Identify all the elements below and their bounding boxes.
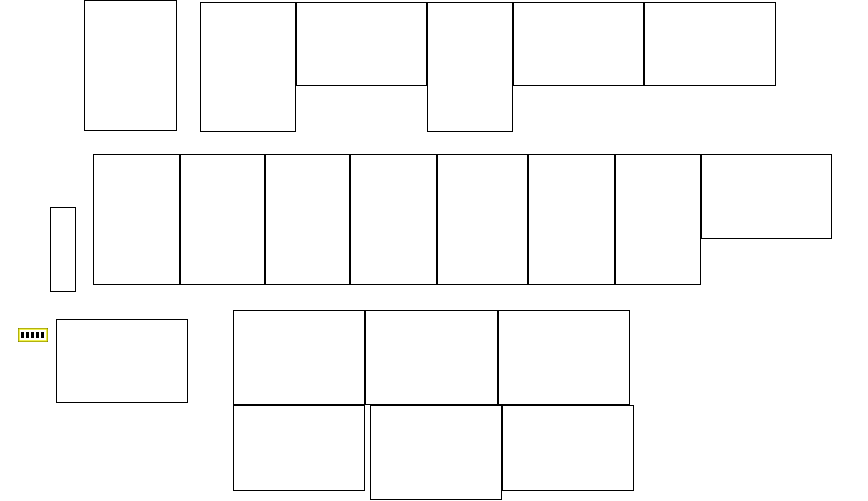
sheet-frame (528, 154, 615, 285)
sheet-frame (502, 405, 634, 491)
sheet-frame (701, 154, 832, 239)
drawing-sheet-s07 (93, 154, 180, 285)
sheet-frame (427, 2, 513, 132)
sheet-frame (265, 154, 350, 285)
sheet-frame (233, 310, 365, 405)
sheet-frame (498, 310, 630, 405)
drawing-sheet-s15 (50, 207, 76, 292)
drawing-sheet-s01 (84, 0, 177, 131)
sheet-frame (84, 0, 177, 131)
drawing-sheet-s23 (502, 405, 634, 491)
drawing-sheet-s11 (437, 154, 528, 285)
sheet-frame (370, 405, 502, 500)
drawing-sheet-s19 (365, 310, 498, 405)
drawing-sheet-s09 (265, 154, 350, 285)
drawing-sheet-s18 (233, 310, 365, 405)
drawing-sheet-s02 (200, 2, 296, 132)
drawing-sheet-s03 (296, 2, 427, 86)
drawing-sheet-s05 (513, 2, 644, 86)
drawing-sheet-s12 (528, 154, 615, 285)
sheet-frame (644, 2, 776, 86)
sheet-frame (50, 207, 76, 292)
sheet-frame (93, 154, 180, 285)
sheet-frame (296, 2, 427, 86)
drawing-sheet-s10 (350, 154, 437, 285)
sheet-frame (180, 154, 265, 285)
drawing-sheet-s13 (615, 154, 701, 285)
drawing-sheet-s20 (498, 310, 630, 405)
drawing-sheet-s08 (180, 154, 265, 285)
drawing-sheet-s21 (233, 405, 365, 491)
sheet-frame (200, 2, 296, 132)
drawing-sheet-s22 (370, 405, 502, 500)
drawing-sheet-s04 (427, 2, 513, 132)
drawing-sheet-s06 (644, 2, 776, 86)
sheet-frame (233, 405, 365, 491)
drawing-sheet-s14 (701, 154, 832, 239)
drawing-sheet-s16 (18, 328, 48, 342)
sheet-frame (513, 2, 644, 86)
sheet-frame (365, 310, 498, 405)
sheet-frame (56, 319, 188, 403)
sheet-frame (350, 154, 437, 285)
sheet-frame (615, 154, 701, 285)
sheet-frame (437, 154, 528, 285)
drawing-sheet-s17 (56, 319, 188, 403)
